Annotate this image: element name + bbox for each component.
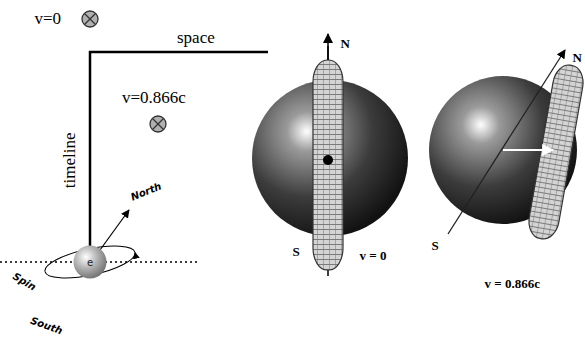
velocity-label: v = 0 <box>360 249 387 263</box>
pole-label: N <box>341 37 350 51</box>
axis-label: timeline <box>61 132 80 188</box>
axis-label: space <box>177 29 215 48</box>
pole-label: North <box>129 180 163 202</box>
spin-label: Spin <box>10 270 37 292</box>
current-ring <box>526 63 585 242</box>
velocity-label: v = 0.866c <box>485 277 540 291</box>
pole-label: N <box>573 51 582 65</box>
pole-label: S <box>432 239 439 253</box>
into-page-symbol <box>82 11 98 27</box>
pole-label: South <box>29 314 64 336</box>
particle-label: e <box>73 245 107 268</box>
sphere-body <box>74 246 107 279</box>
pole-label: S <box>293 245 300 259</box>
velocity-label: v=0 <box>35 10 62 29</box>
spin-axis <box>327 46 329 60</box>
velocity-arrow <box>503 149 553 151</box>
north-arrow <box>100 210 129 250</box>
center-dot <box>323 155 333 165</box>
electron-sphere: e <box>73 245 107 279</box>
spin-orbit <box>42 240 137 285</box>
current-ring <box>313 60 343 270</box>
spacetime-axes <box>90 52 268 246</box>
into-page-symbol <box>150 116 166 132</box>
velocity-label: v=0.866c <box>122 89 186 108</box>
